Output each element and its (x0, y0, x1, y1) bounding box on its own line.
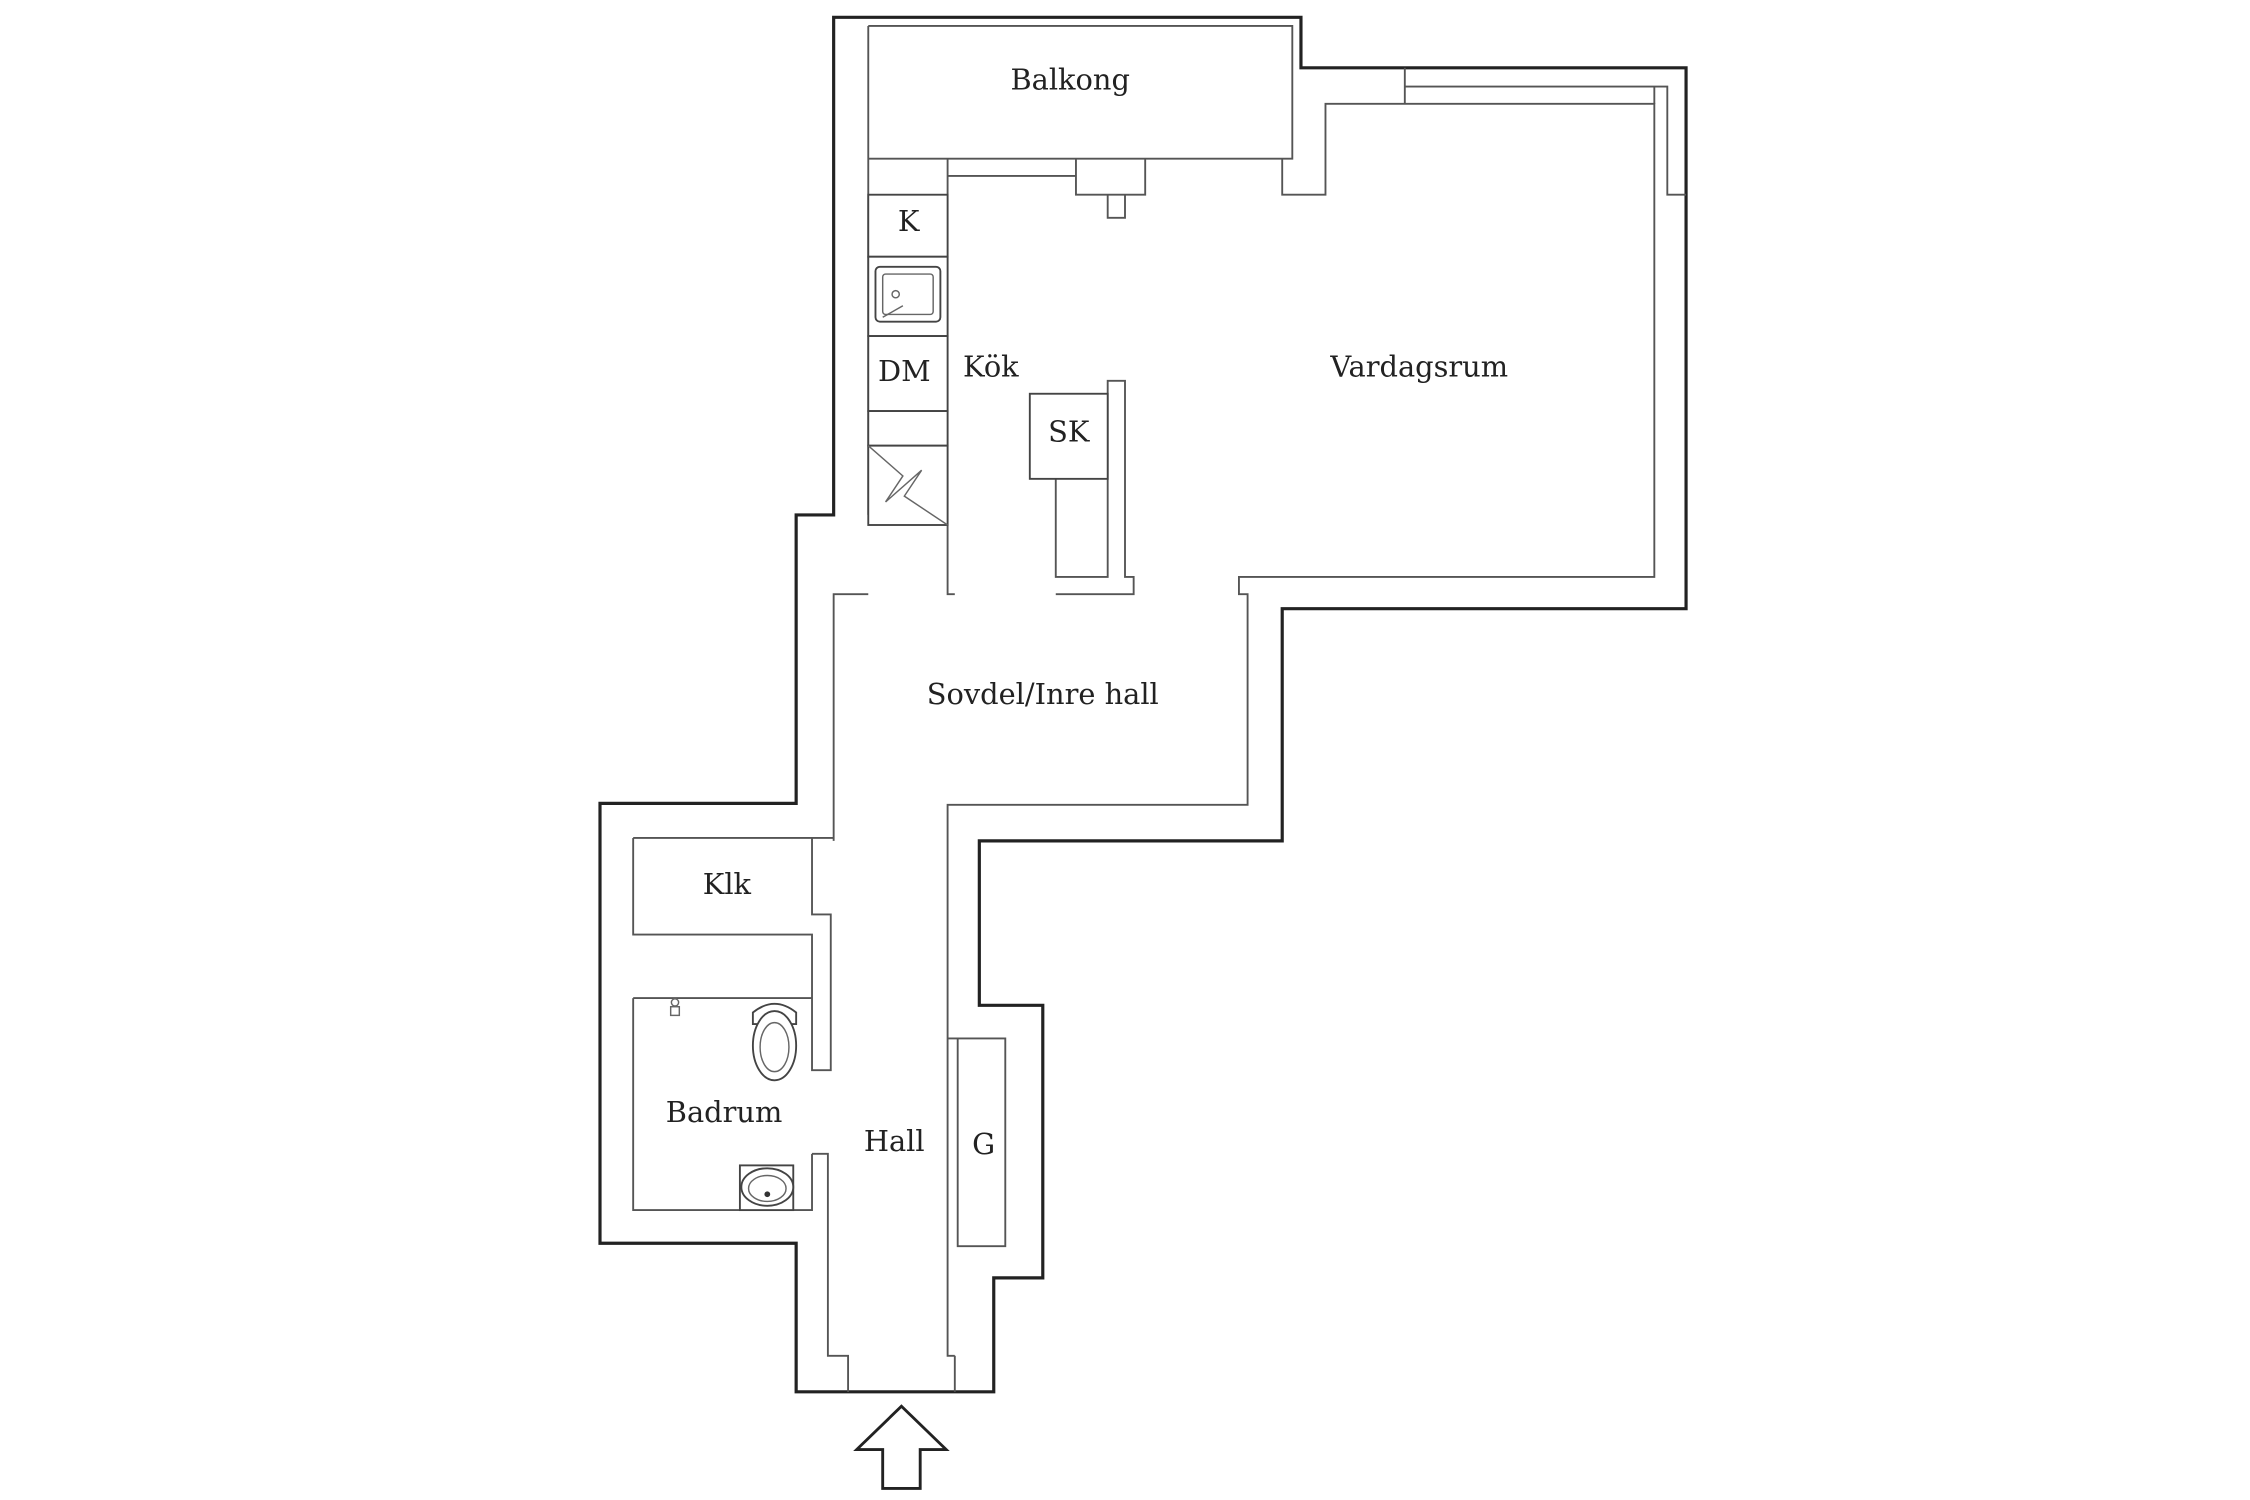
room-label-sovdel: Sovdel/Inre hall (927, 677, 1159, 711)
kitchen-counter (867, 193, 1109, 526)
dishwasher-box (867, 335, 949, 412)
kitchen-sink-icon (874, 265, 942, 323)
room-label-vardagsrum: Vardagsrum (1329, 349, 1508, 383)
fixture-label-wardrobe: SK (1048, 414, 1090, 448)
fixture-label-dishwasher: DM (878, 354, 931, 388)
room-label-badrum: Badrum (666, 1095, 783, 1129)
entrance-arrow-icon (853, 1404, 950, 1490)
room-label-balkong: Balkong (1010, 62, 1129, 96)
wardrobe-box (1028, 392, 1109, 480)
washbasin-icon (738, 1164, 795, 1212)
room-label-hall: Hall (864, 1124, 925, 1158)
room-label-klk: Klk (703, 867, 752, 901)
room-label-kok: Kök (963, 349, 1019, 383)
inner-walls (632, 25, 1687, 1392)
counter-gap (867, 410, 949, 447)
stove-icon (867, 444, 949, 526)
outer-wall (598, 15, 1688, 1394)
fixture-label-coat-closet: G (972, 1127, 995, 1161)
toilet-icon (669, 998, 798, 1082)
fixture-label-fridge: K (898, 204, 920, 238)
